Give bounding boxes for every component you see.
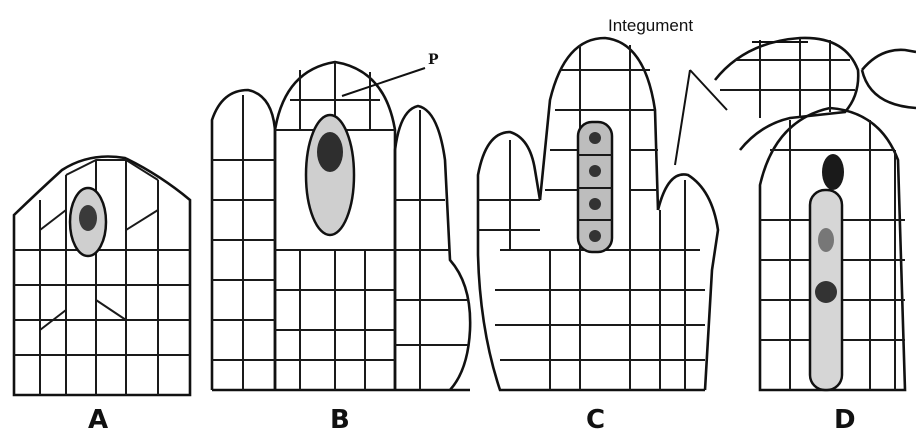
stage-label-d: D <box>834 405 856 435</box>
p-marker-label: P <box>428 52 439 68</box>
stage-label-a: A <box>88 405 108 435</box>
integument-leader-line <box>675 70 727 165</box>
stage-b-right-integument <box>395 106 470 390</box>
stage-c-right-integument <box>658 174 718 390</box>
stage-a-tissue <box>14 157 190 396</box>
stage-c-tissue <box>478 38 718 390</box>
stage-label-c: C <box>586 405 605 435</box>
stage-d-right-lobe <box>862 50 916 108</box>
integument-label: Integument <box>608 16 693 35</box>
stage-b-tissue <box>212 62 470 390</box>
stage-d-tissue <box>675 38 916 390</box>
p-leader-line <box>342 68 425 96</box>
stage-label-b: B <box>330 405 350 435</box>
